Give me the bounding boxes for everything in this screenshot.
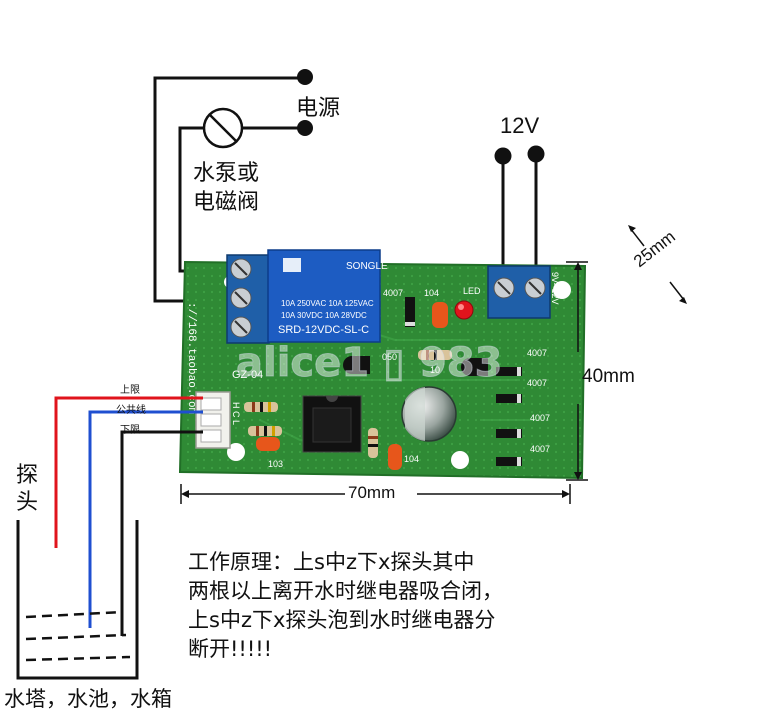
diode-label: 4007	[530, 444, 550, 454]
relay-model: SRD-12VDC-SL-C	[278, 324, 369, 336]
diode-label: 4007	[527, 348, 547, 358]
common-line-label: 公共线	[116, 405, 146, 416]
principle-line: 上s中z下x探头泡到水时继电器分	[188, 608, 496, 632]
power-label: 电源	[296, 96, 341, 121]
diagonal-dimension	[628, 225, 687, 304]
width-dimension	[180, 484, 571, 504]
working-principle: 工作原理：上s中z下x探头其中 两根以上离开水时继电器吸合闭， 上s中z下x探头…	[188, 548, 503, 664]
resistor-label: 10	[430, 365, 440, 375]
height-dimension	[566, 261, 588, 481]
resistor-group	[244, 350, 452, 458]
electrolytic-capacitor	[401, 386, 457, 442]
cap-label: 104	[404, 454, 419, 464]
ceramic-capacitor	[256, 302, 448, 470]
principle-line: 两根以上离开水时继电器吸合闭，	[188, 579, 503, 603]
lamp-icon	[202, 107, 244, 149]
relay: SONGLE 10A 250VAC 10A 125VAC 10A 30VDC 1…	[267, 249, 388, 343]
board-model: GZ-04	[232, 369, 263, 381]
relay-spec-line: 10A 30VDC 10A 28VDC	[281, 311, 367, 320]
diode-label: 4007	[383, 288, 403, 298]
upper-limit-label: 上限	[120, 385, 140, 396]
probe-connector	[195, 391, 231, 449]
width-dimension-label: 70mm	[348, 483, 396, 502]
diode-group	[405, 297, 522, 466]
resistor-label: 050	[382, 352, 397, 362]
water-tank	[16, 520, 139, 680]
transistor	[343, 356, 488, 376]
supply-terminal-dot	[527, 145, 545, 163]
supply-mark: 9V--12V	[550, 272, 560, 305]
connector-pins: H C L	[231, 402, 241, 425]
probe-label-line2: 头	[16, 490, 39, 515]
ic-chip	[302, 395, 362, 453]
diode-label: 4007	[527, 378, 547, 388]
board-url: ://168.taobao.com	[185, 302, 197, 415]
led-label: LED	[463, 286, 481, 296]
probe-wires	[54, 396, 203, 636]
voltage-label: 12V	[500, 113, 540, 138]
power-terminal-dot	[297, 120, 313, 136]
principle-line: 工作原理：上s中z下x探头其中	[188, 550, 475, 574]
led	[454, 300, 474, 320]
watermark: alice1 ▯ 983	[236, 340, 502, 386]
lower-limit-label: 下限	[120, 425, 140, 436]
probe-label-line1: 探	[16, 463, 39, 488]
power-terminal-dot	[297, 69, 313, 85]
output-terminal-block	[226, 254, 270, 344]
tank-label: 水塔，水池，水箱	[4, 687, 172, 711]
supply-terminal-dot	[494, 147, 512, 165]
pump-label-line2: 电磁阀	[193, 190, 260, 215]
relay-spec-line: 10A 250VAC 10A 125VAC	[281, 299, 374, 308]
relay-brand: SONGLE	[346, 261, 388, 272]
cap-label: 103	[268, 459, 283, 469]
diode-label: 4007	[530, 413, 550, 423]
principle-line: 断开!!!!!	[188, 637, 273, 661]
cap-label: 104	[424, 288, 439, 298]
supply-terminal-block	[487, 265, 551, 319]
height-dimension-label: 40mm	[582, 366, 635, 387]
pump-label-line1: 水泵或	[193, 161, 260, 186]
